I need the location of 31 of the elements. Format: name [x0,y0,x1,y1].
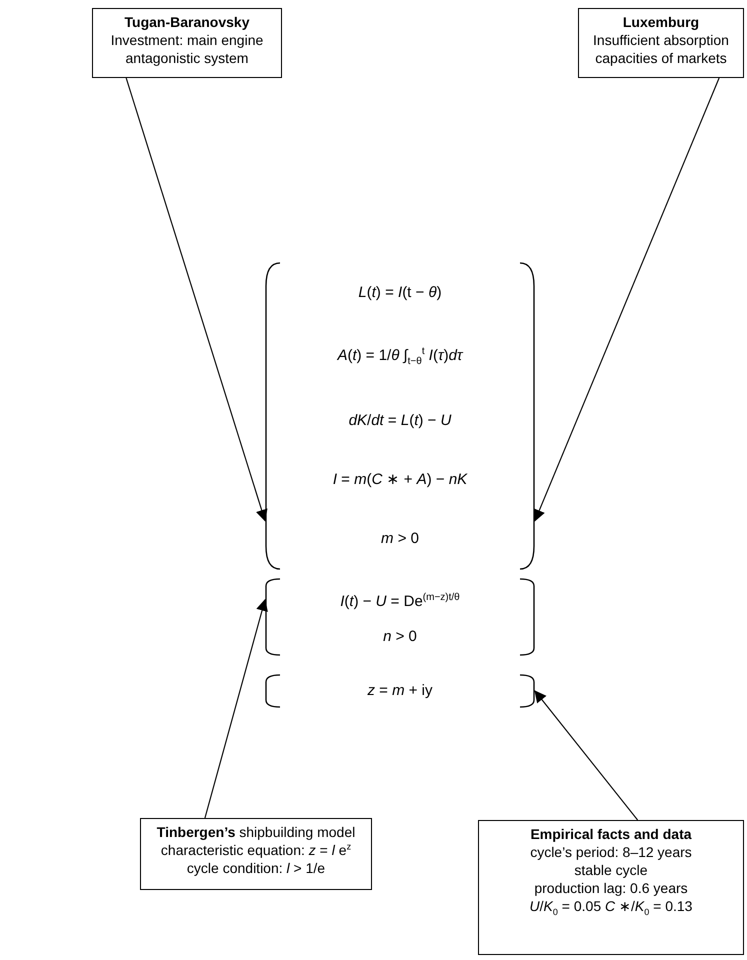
equation: n > 0 [383,626,417,646]
box-text: Tinbergen’s shipbuilding model [156,823,356,841]
equation-group [265,674,535,708]
box-text: characteristic equation: z = l e$^{z}$ [160,841,352,859]
box-text: Investment: main engine antagonistic system [110,31,264,67]
arrow [534,690,638,820]
box-text: U/K$_{0}$ = 0.05 C ∗/K$_{0}$ = 0.13 [530,897,692,915]
box-heading: Empirical facts and data [530,825,692,843]
box-text: cycle condition: l > 1/e [186,859,326,877]
text-box [140,818,372,890]
equation: dK/dt = L(t) − U [348,410,452,431]
equation-group [265,262,535,570]
box-text: cycle’s period: 8–12 years [530,843,692,861]
equation: z = m + iy [367,681,433,701]
equation: I(t) − U = De$^{(m−z)t/θ}$ [340,590,460,612]
text-box [578,8,744,78]
box-text: production lag: 0.6 years [534,879,688,897]
box-text: Insufficient absorption capacities of markets [592,31,730,67]
arrow [534,78,720,522]
box-text: stable cycle [574,861,648,879]
text-box [478,820,744,955]
equation: m > 0 [381,528,419,549]
text-box [92,8,282,78]
equation: I = m(C ∗ + A) − nK [332,470,468,490]
equation: L(t) = I(t − θ) [358,283,442,304]
arrow [126,78,268,522]
box-heading: Luxemburg [622,13,700,31]
equation: A(t) = 1/θ ∫$_{t−θ}$$^{t}$ I(τ)dτ [337,345,463,370]
equation-group [265,578,535,656]
arrow [204,598,268,818]
box-heading: Tugan-Baranovsky [124,13,250,31]
